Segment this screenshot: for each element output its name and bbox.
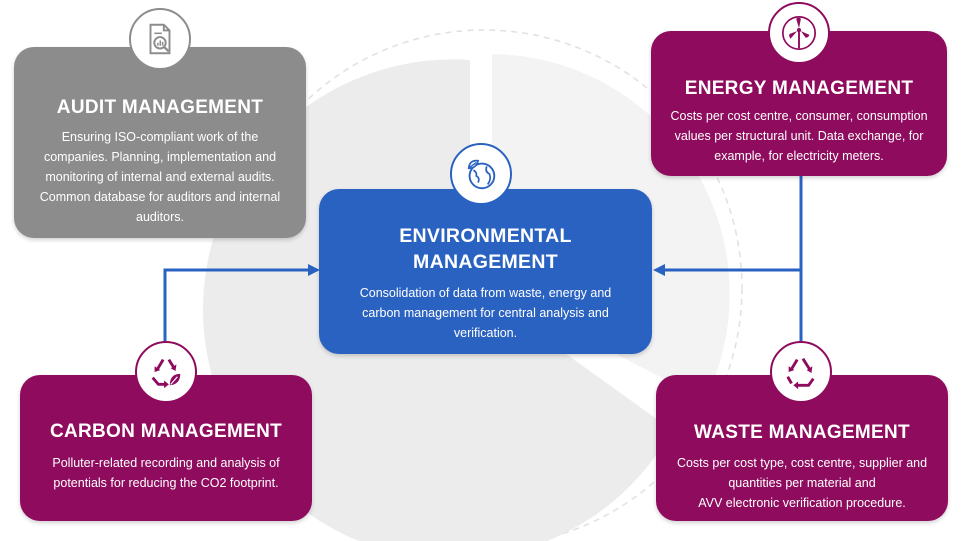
environmental-management-card: ENVIRONMENTAL MANAGEMENT Consolidation o… xyxy=(319,189,652,354)
globe-leaf-icon xyxy=(450,143,512,205)
wind-turbine-icon xyxy=(768,2,830,64)
energy-title: ENERGY MANAGEMENT xyxy=(684,78,914,99)
carbon-description: Polluter-related recording and analysis … xyxy=(52,456,280,490)
energy-description: Costs per cost centre, consumer, consump… xyxy=(670,109,928,163)
arrow-head-left xyxy=(308,264,320,276)
waste-description: Costs per cost type, cost centre, suppli… xyxy=(656,453,948,513)
environmental-title-line2: MANAGEMENT xyxy=(413,251,558,273)
recycle-icon xyxy=(770,341,832,403)
environmental-title-line1: ENVIRONMENTAL xyxy=(399,225,572,247)
audit-management-card: AUDIT MANAGEMENT Ensuring ISO-compliant … xyxy=(14,47,306,238)
connector-carbon-environmental xyxy=(163,268,310,376)
environmental-description: Consolidation of data from waste, energy… xyxy=(359,286,612,340)
waste-description-line2: quantities per material and xyxy=(728,476,876,490)
audit-description: Ensuring ISO-compliant work of the compa… xyxy=(39,130,281,224)
waste-title: WASTE MANAGEMENT xyxy=(694,422,910,443)
waste-description-line3: AVV electronic verification procedure. xyxy=(698,496,906,510)
audit-title: AUDIT MANAGEMENT xyxy=(56,97,264,118)
waste-description-line1: Costs per cost type, cost centre, suppli… xyxy=(676,456,928,470)
carbon-title: CARBON MANAGEMENT xyxy=(49,421,283,442)
dashed-ring xyxy=(225,29,743,541)
document-magnifier-icon xyxy=(129,8,191,70)
recycle-leaf-icon xyxy=(135,341,197,403)
arrow-head-right xyxy=(653,264,665,276)
